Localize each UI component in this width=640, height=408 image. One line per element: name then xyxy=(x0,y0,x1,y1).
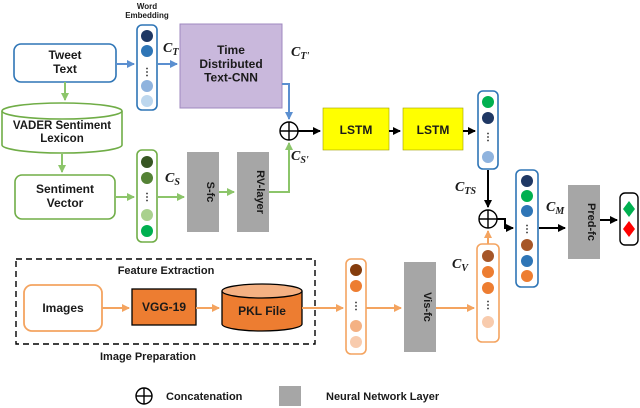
images-label: Images xyxy=(42,301,84,315)
concatenation-node-1 xyxy=(279,121,299,141)
svg-text:⋮: ⋮ xyxy=(483,132,493,143)
nn-layer-legend-label: Neural Network Layer xyxy=(326,391,440,403)
c-v-label: CV xyxy=(452,257,469,274)
c-ts-label: CTS xyxy=(455,180,476,197)
pred-fc-label: Pred-fc xyxy=(585,203,597,241)
vis-fc-label: Vis-fc xyxy=(421,292,433,322)
svg-text:⋮: ⋮ xyxy=(483,300,493,311)
c-t-prime-label: CT' xyxy=(291,45,309,62)
c-s-label: CS xyxy=(165,171,180,188)
svg-text:⋮: ⋮ xyxy=(522,224,532,235)
multimodal-vector: ⋮ xyxy=(515,169,539,288)
concatenation-node-2 xyxy=(478,209,498,229)
pred-fc-layer xyxy=(568,185,600,259)
vgg19-box xyxy=(131,288,197,326)
pkl-file-cylinder xyxy=(221,283,303,332)
rv-layer xyxy=(237,152,269,232)
legend: Concatenation Neural Network Layer xyxy=(135,386,440,406)
c-m-label: CM xyxy=(546,200,565,217)
concatenation-legend-icon xyxy=(135,387,153,405)
prediction-output xyxy=(619,192,639,246)
c-t-label: CT xyxy=(163,41,179,58)
visual-vector: ⋮ xyxy=(476,243,500,343)
c-s-prime-label: CS' xyxy=(291,149,309,166)
vgg19-label: VGG-19 xyxy=(142,300,186,314)
image-preparation-label: Image Preparation xyxy=(100,351,196,363)
pkl-file-label: PKL File xyxy=(238,304,286,318)
vader-lexicon-cylinder xyxy=(1,102,123,154)
image-preparation-box xyxy=(15,258,316,345)
sentiment-vector: ⋮ xyxy=(136,149,158,243)
lstm-1-label: LSTM xyxy=(340,123,373,137)
concatenation-legend-label: Concatenation xyxy=(166,391,243,403)
s-fc-label: S-fc xyxy=(204,182,216,203)
sentiment-vector-box xyxy=(14,174,116,220)
word-embedding-vector: ⋮ xyxy=(136,24,158,111)
lstm-layer-2 xyxy=(402,107,464,151)
image-feature-vector: ⋮ xyxy=(345,258,367,355)
vis-fc-layer xyxy=(404,262,436,352)
svg-text:⋮: ⋮ xyxy=(351,301,361,312)
s-fc-layer xyxy=(187,152,219,232)
lstm-output-vector: ⋮ xyxy=(477,90,499,170)
rv-layer-label: RV-layer xyxy=(254,170,266,215)
lstm-layer-1 xyxy=(322,107,390,151)
time-distributed-text-cnn xyxy=(179,23,283,109)
svg-text:⋮: ⋮ xyxy=(142,67,152,78)
feature-extraction-label: Feature Extraction xyxy=(118,265,215,277)
svg-text:⋮: ⋮ xyxy=(142,192,152,203)
nn-layer-legend-swatch xyxy=(279,386,301,406)
arrows xyxy=(58,60,618,312)
lstm-2-label: LSTM xyxy=(417,123,450,137)
